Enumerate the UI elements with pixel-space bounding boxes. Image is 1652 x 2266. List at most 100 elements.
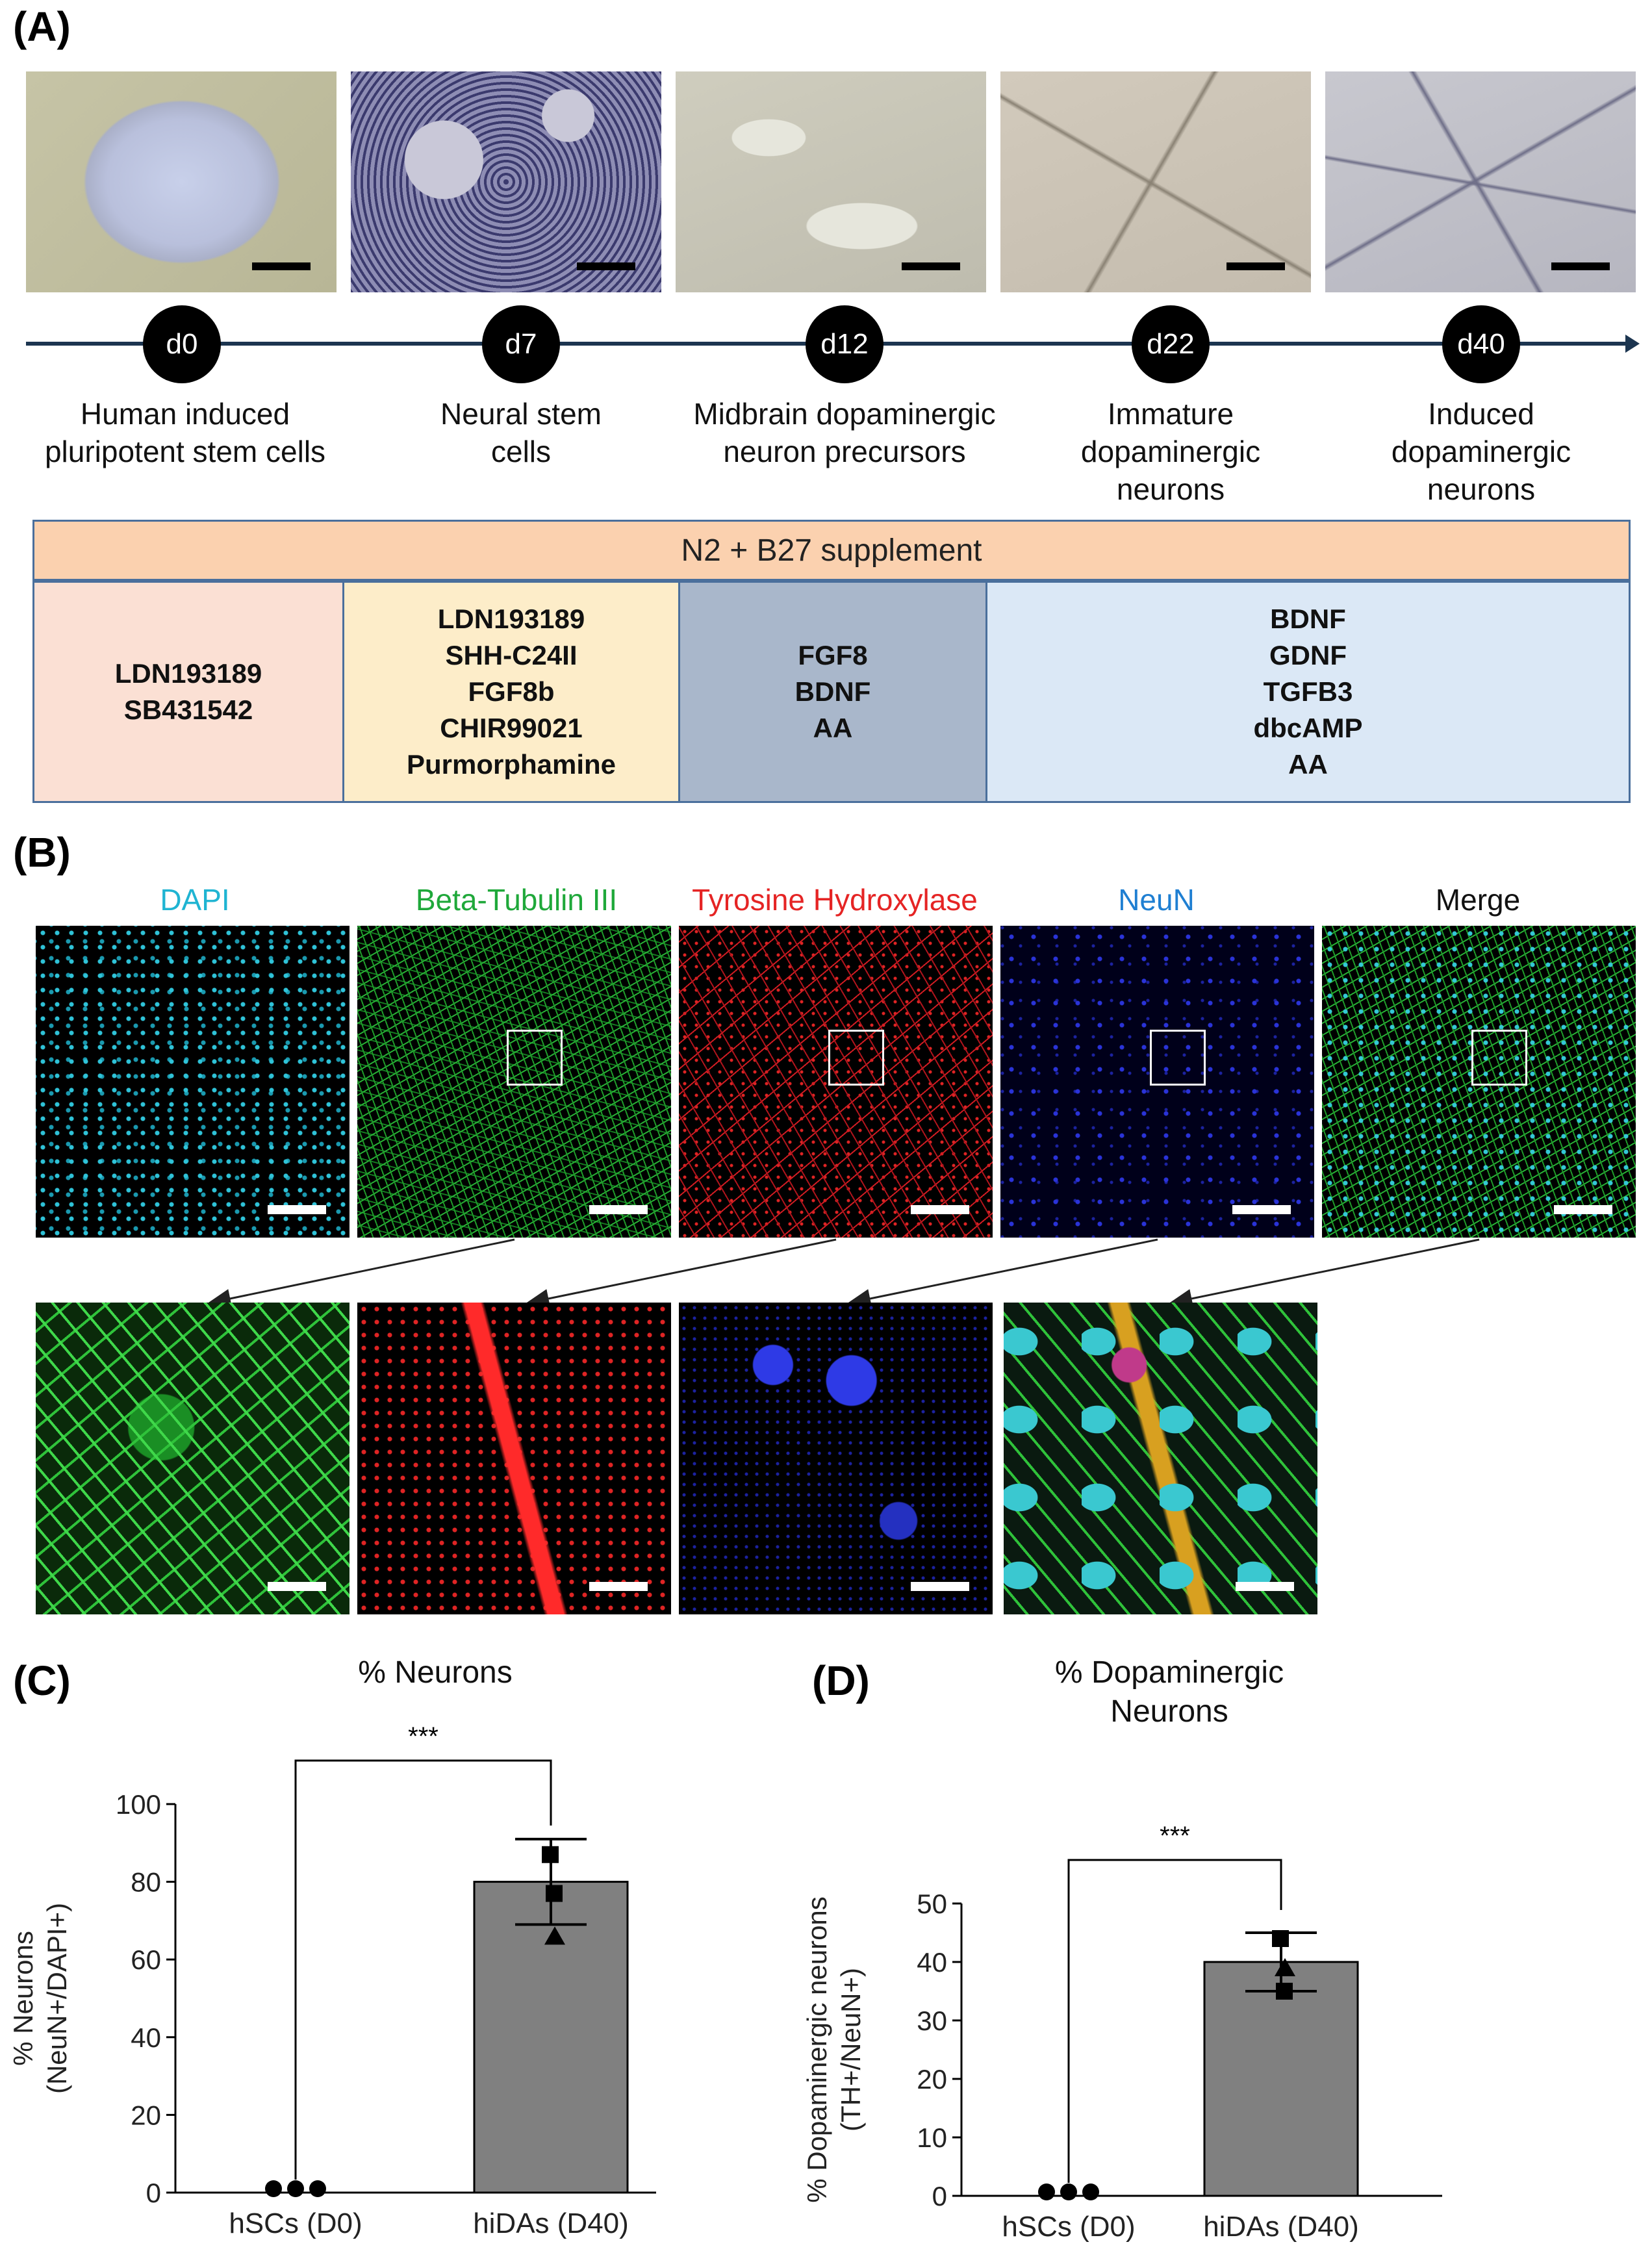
scale-bar — [268, 1205, 326, 1214]
photo-d12 — [676, 71, 986, 292]
y-tick-label: 20 — [917, 2064, 947, 2094]
channel-label-tubulin: Beta-Tubulin III — [415, 883, 618, 917]
day-marker-d12: d12 — [806, 305, 883, 383]
y-tick-label: 20 — [131, 2100, 161, 2130]
day-marker-d7: d7 — [482, 305, 560, 383]
scale-bar — [911, 1205, 969, 1214]
timeline-arrowhead — [1625, 335, 1640, 353]
zoom-arrow — [847, 1238, 1158, 1308]
scale-bar — [1226, 262, 1285, 270]
data-point — [1275, 1958, 1295, 1976]
panel-a-label: (A) — [13, 3, 71, 50]
day-marker-d40: d40 — [1442, 305, 1520, 383]
panel-d-label: (D) — [812, 1657, 870, 1704]
y-tick-label: 0 — [146, 2178, 161, 2208]
data-point — [309, 2180, 326, 2197]
scale-bar — [589, 1205, 648, 1214]
stage-label: Neural stem cells — [440, 397, 602, 468]
data-point — [1276, 1983, 1293, 2000]
image-beta-tubulin — [357, 926, 671, 1238]
y-tick-label: 100 — [116, 1789, 161, 1820]
scale-bar — [1551, 262, 1610, 270]
y-tick-label: 60 — [131, 1944, 161, 1975]
scale-bar — [1236, 1582, 1294, 1591]
y-tick-label: 40 — [917, 1947, 947, 1978]
media-box: BDNF GDNF TGFB3 dbcAMP AA — [985, 581, 1631, 803]
y-tick-label: 0 — [932, 2181, 947, 2211]
zoom-arrow — [1169, 1238, 1480, 1308]
y-tick-label: 80 — [131, 1867, 161, 1898]
scale-bar — [902, 262, 960, 270]
supplement-bar: N2 + B27 supplement — [32, 520, 1631, 581]
scale-bar — [268, 1582, 326, 1591]
y-axis-label: (TH+/NeuN+) — [835, 1968, 866, 2132]
stage-label: Midbrain dopaminergic neuron precursors — [693, 397, 996, 468]
photo-d22 — [1000, 71, 1311, 292]
data-point — [544, 1926, 565, 1945]
zoom-image-neun — [679, 1303, 993, 1614]
zoom-arrow — [526, 1238, 837, 1308]
photo-d7 — [351, 71, 661, 292]
chart-c-title: % Neurons — [358, 1655, 513, 1690]
panel-c-label: (C) — [13, 1657, 71, 1704]
x-tick-label: hSCs (D0) — [229, 2208, 362, 2239]
zoom-image-beta-tubulin — [36, 1303, 349, 1614]
image-neun — [1000, 926, 1314, 1238]
significance-bracket — [1067, 1859, 1282, 2183]
photo-d40 — [1325, 71, 1636, 292]
channel-label-neun: NeuN — [1118, 883, 1195, 917]
y-tick-label: 50 — [917, 1889, 947, 1919]
image-dapi — [36, 926, 349, 1238]
data-point — [546, 1885, 563, 1902]
bar — [473, 1881, 629, 2194]
channel-label-merge: Merge — [1435, 883, 1521, 917]
scale-bar — [589, 1582, 648, 1591]
y-axis-label: % Neurons — [8, 1931, 38, 2066]
channel-label-dapi: DAPI — [160, 883, 230, 917]
zoom-image-merge — [1004, 1303, 1317, 1614]
photo-d0 — [26, 71, 337, 292]
zoom-image-tyrosine-hydroxylase — [357, 1303, 671, 1614]
significance-label: *** — [408, 1722, 438, 1751]
scale-bar — [1232, 1205, 1291, 1214]
data-point — [287, 2180, 304, 2197]
roi-box — [828, 1030, 884, 1086]
scale-bar — [1554, 1205, 1612, 1214]
zoom-arrow — [207, 1238, 515, 1308]
roi-box — [1150, 1030, 1206, 1086]
image-merge — [1322, 926, 1636, 1238]
y-tick-label: 40 — [131, 2022, 161, 2053]
y-axis-label: (NeuN+/DAPI+) — [42, 1903, 72, 2094]
stage-label: Immature dopaminergic neurons — [1080, 397, 1261, 506]
scale-bar — [252, 262, 311, 270]
stage-label: Induced dopaminergic neurons — [1391, 397, 1571, 506]
significance-bracket — [294, 1759, 552, 2180]
day-marker-d22: d22 — [1132, 305, 1210, 383]
media-box: LDN193189 SHH-C24II FGF8b CHIR99021 Purm… — [342, 581, 680, 803]
media-box: LDN193189 SB431542 — [32, 581, 344, 803]
data-point — [1060, 2183, 1077, 2200]
stage-label: Human induced pluripotent stem cells — [44, 397, 326, 468]
chart-d-title: % Dopaminergic Neurons — [1054, 1655, 1284, 1729]
x-tick-label: hSCs (D0) — [1002, 2211, 1135, 2243]
data-point — [542, 1846, 559, 1863]
x-tick-label: hiDAs (D40) — [473, 2208, 629, 2239]
data-point — [1272, 1930, 1289, 1947]
data-point — [265, 2180, 282, 2197]
panel-b-label: (B) — [13, 829, 71, 876]
scale-bar — [911, 1582, 969, 1591]
y-tick-label: 30 — [917, 2005, 947, 2036]
chart-c: 0 20 40 60 80 100 % Neurons(NeuN+/DAPI+) hSCs (… — [8, 1722, 656, 2239]
data-point — [1082, 2183, 1099, 2200]
y-tick-label: 10 — [917, 2122, 947, 2153]
significance-label: *** — [1160, 1822, 1190, 1850]
day-marker-d0: d0 — [143, 305, 221, 383]
x-tick-label: hiDAs (D40) — [1203, 2211, 1359, 2243]
chart-d: 0 10 20 30 40 50 % Dopaminergic neurons(TH+/Ne… — [802, 1822, 1442, 2243]
scale-bar — [577, 262, 635, 270]
channel-label-th: Tyrosine Hydroxylase — [692, 883, 978, 917]
image-tyrosine-hydroxylase — [679, 926, 993, 1238]
roi-box — [1471, 1030, 1527, 1086]
bar — [1203, 1961, 1359, 2197]
y-axis-label: % Dopaminergic neurons — [802, 1896, 832, 2203]
